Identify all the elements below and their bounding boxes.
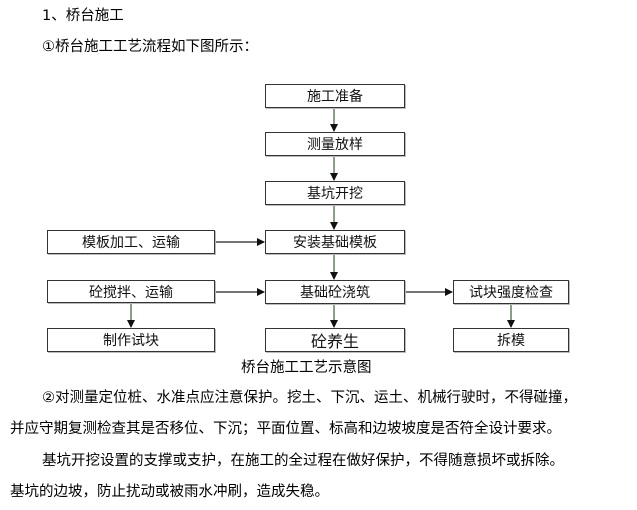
flow-box-formwork-install: 安装基础模板 (265, 230, 405, 254)
paragraph-2-line-2: 并应守期复测检查其是否移位、下沉；平面位置、标高和边坡坡度是否符全设计要求。 (10, 421, 561, 437)
flowchart-caption: 桥台施工工艺示意图 (241, 360, 372, 376)
flow-box-pour: 基础砼浇筑 (265, 280, 405, 304)
flow-box-prep: 施工准备 (265, 84, 405, 108)
flow-box-demold: 拆模 (453, 328, 569, 352)
flow-box-survey: 测量放样 (265, 132, 405, 156)
intro-text: ①桥台施工工艺流程如下图所示： (42, 39, 258, 55)
flow-box-excavate: 基坑开挖 (265, 181, 405, 205)
paragraph-3-line-2: 基坑的边坡，防止扰动或被雨水冲刷，造成失稳。 (10, 484, 329, 500)
flow-box-mix: 砼搅拌、运输 (47, 280, 215, 303)
paragraph-3-line-1: 基坑开挖设置的支撑或支护，在施工的全过程在做好保护，不得随意损坏或拆除。 (42, 453, 564, 469)
flow-box-cure: 砼养生 (265, 328, 405, 352)
process-flowchart: 施工准备 测量放样 基坑开挖 安装基础模板 模板加工、运输 基础砼浇筑 砼搅拌、… (47, 84, 569, 352)
flow-box-formwork-process: 模板加工、运输 (47, 230, 215, 254)
flow-box-strength-check: 试块强度检查 (453, 280, 569, 304)
section-heading: 1、桥台施工 (42, 8, 124, 24)
flowchart-connectors (127, 108, 515, 328)
flow-box-specimen: 制作试块 (47, 328, 215, 352)
paragraph-2-line-1: ②对测量定位桩、水准点应注意保护。挖土、下沉、运土、机械行驶时，不得碰撞， (42, 390, 577, 406)
